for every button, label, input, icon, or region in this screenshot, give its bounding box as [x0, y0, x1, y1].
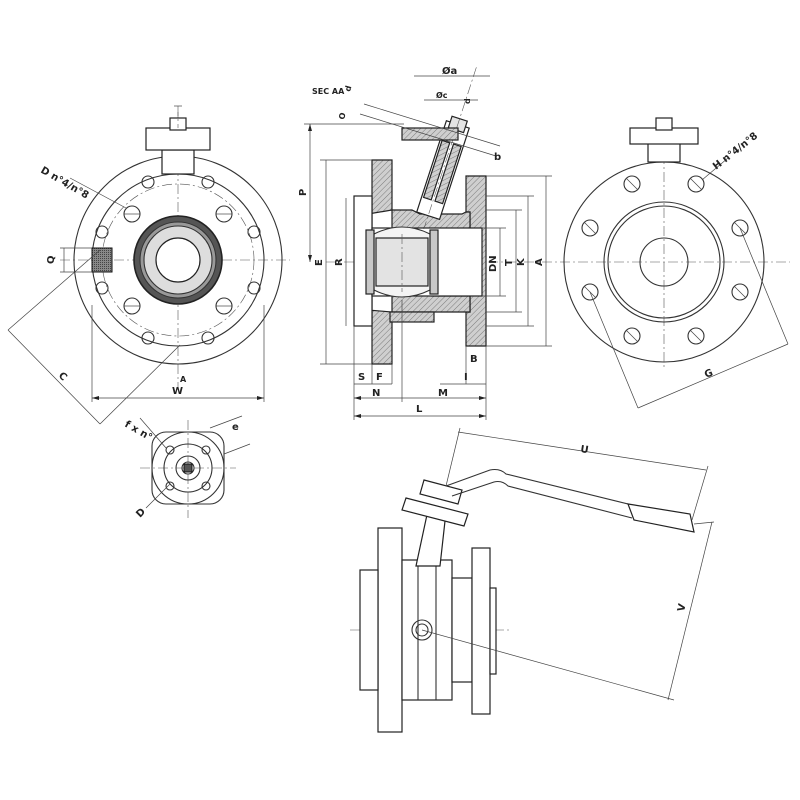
label-d-stem: d [343, 84, 353, 92]
label-h-bolts: H n°4/n°8 [711, 131, 760, 173]
left-bolt-holes [95, 175, 261, 345]
label-n: N [372, 388, 380, 399]
label-u: U [580, 444, 590, 456]
label-m: M [438, 388, 448, 399]
side-view-with-handle: U V [350, 427, 715, 733]
label-a: A [534, 258, 545, 266]
label-e-small: e [232, 422, 239, 433]
label-k: K [516, 257, 527, 266]
label-l: L [416, 404, 423, 415]
left-end-view: Q D n°4/n°8 C W A [7, 105, 290, 425]
label-v: V [676, 603, 688, 613]
label-w: W [172, 386, 183, 397]
right-end-view: H n°4/n°8 G [560, 117, 790, 409]
label-phi-a: Øa [442, 65, 457, 77]
label-g: G [703, 368, 715, 381]
label-dn: DN [488, 255, 499, 272]
label-r: R [334, 258, 345, 266]
label-f-x-n: f x n° [123, 419, 154, 443]
label-f-center: F [376, 372, 383, 383]
label-e-center: E [314, 259, 325, 266]
label-sec-aa: SEC AA [312, 87, 345, 96]
label-o: O [337, 111, 348, 120]
center-section-view: SEC AA b Øa Ø [298, 65, 560, 420]
label-p: P [298, 189, 309, 196]
label-i: I [464, 372, 468, 383]
label-sq-d: d [463, 98, 472, 104]
label-q: Q [46, 255, 57, 264]
label-t: T [504, 259, 515, 266]
right-bolt-holes [581, 175, 749, 345]
label-d-bolts: D n°4/n°8 [39, 165, 91, 201]
label-b-center: B [470, 354, 478, 365]
label-phi-c: Øc [436, 90, 448, 100]
section-mark-left: A [180, 375, 187, 384]
label-d-small: D [134, 506, 148, 520]
top-flange-detail-view: f x n° e D [123, 415, 251, 520]
label-b-handle: b [494, 152, 501, 163]
label-s: S [358, 372, 365, 383]
